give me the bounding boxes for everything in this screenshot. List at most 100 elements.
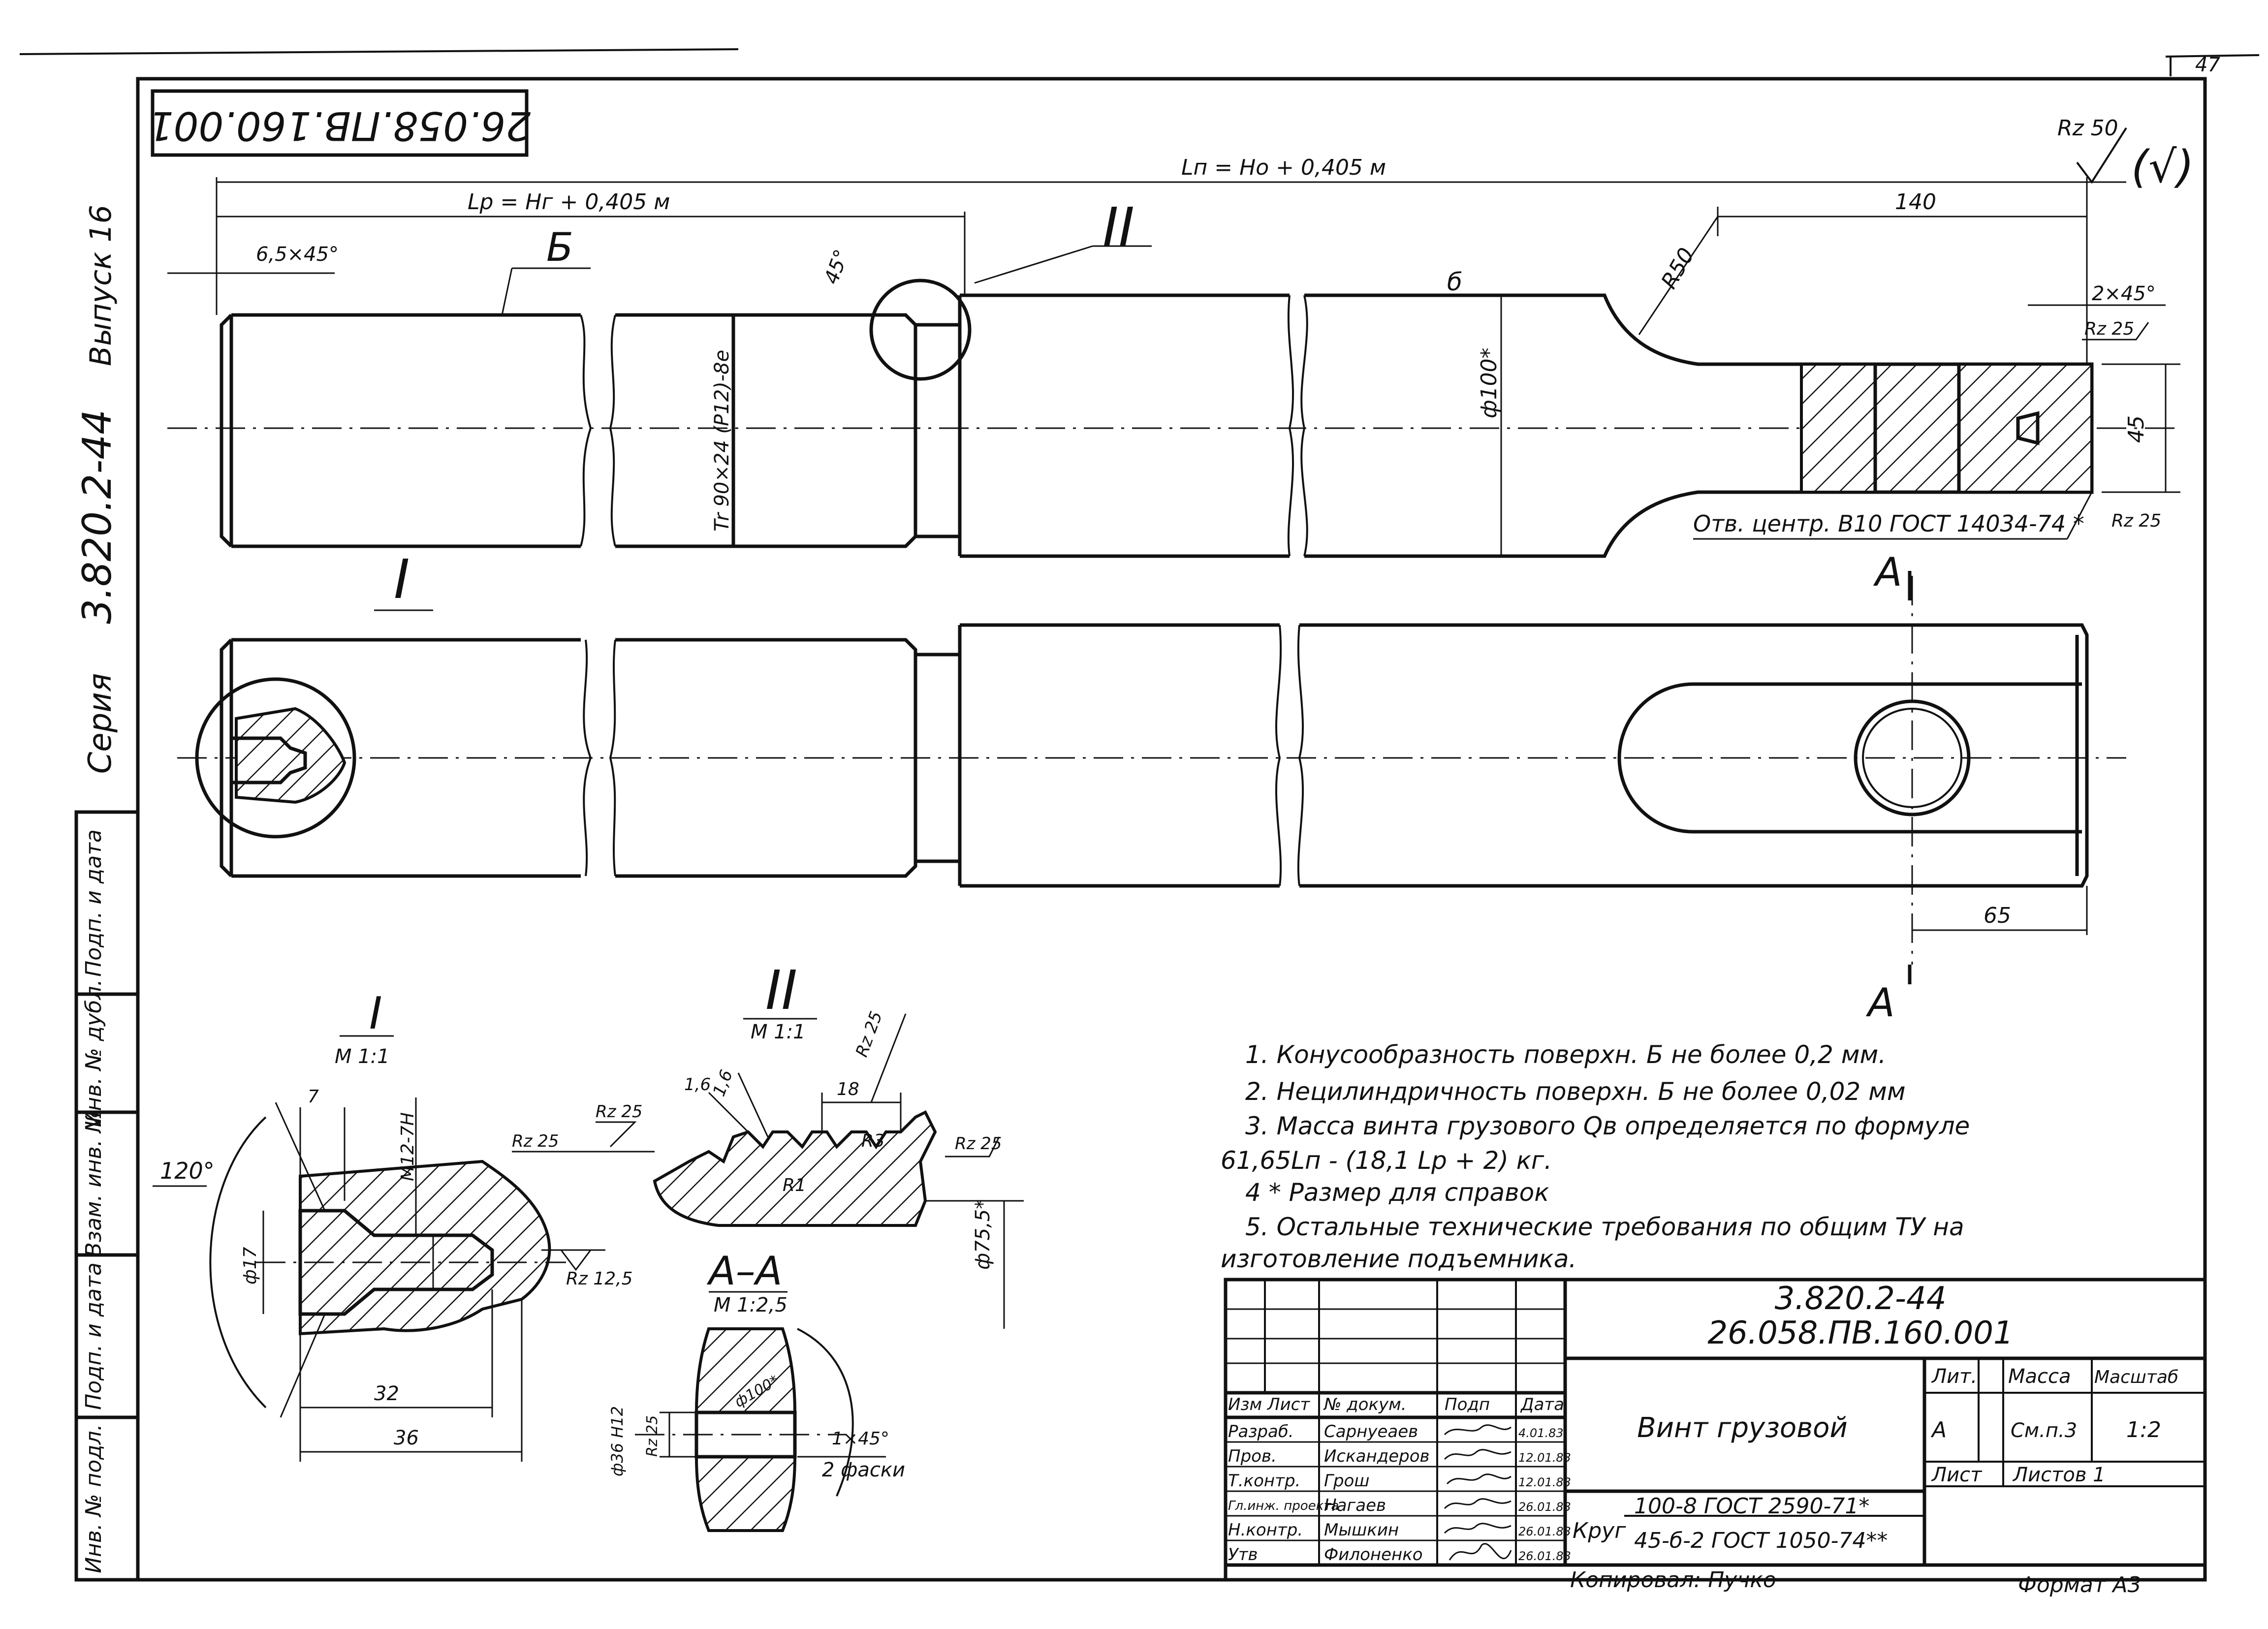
dim-angle-45: 45° xyxy=(820,247,853,287)
side-vypusk: Выпуск 16 xyxy=(84,205,118,366)
lit-value: А xyxy=(1930,1417,1947,1442)
dim-chamfer-right: 2×45° xyxy=(2092,282,2156,305)
note-3-formula: 61,65Lп - (18,1 Lр + 2) кг. xyxy=(1221,1146,1552,1175)
section-a-top: А xyxy=(1873,549,1902,595)
screw-bottom-view xyxy=(177,576,2126,965)
detail-ii-r1: R1 xyxy=(783,1175,806,1195)
row-date-3: 26.01.83 xyxy=(1518,1500,1571,1514)
dim-surface-b: Б xyxy=(546,224,573,270)
row-date-5: 26.01.83 xyxy=(1518,1549,1571,1563)
row-role-2: Т.контр. xyxy=(1228,1471,1300,1491)
row-name-2: Грош xyxy=(1324,1471,1369,1491)
detail-i-rz125: Rz 12,5 xyxy=(566,1269,633,1289)
detail-i-dia17: ф17 xyxy=(240,1247,260,1284)
section-aa-scale: М 1:2,5 xyxy=(714,1294,788,1316)
detail-i-dim-32: 32 xyxy=(374,1382,399,1405)
row-date-2: 12.01.83 xyxy=(1518,1475,1571,1489)
detail-ii-title: II xyxy=(765,959,797,1022)
dim-rz25-bottom: Rz 25 xyxy=(2111,511,2161,531)
title-block: 3.820.2-44 26.058.ПВ.160.001 Винт грузов… xyxy=(1224,1278,2207,1598)
note-2: 2. Нецилиндричность поверхн. Б не более … xyxy=(1245,1077,1906,1106)
detail-ii-r16-a: 1,6 xyxy=(684,1075,711,1095)
dim-chamfer-left: 6,5×45° xyxy=(256,243,339,266)
title-code1: 3.820.2-44 xyxy=(1775,1281,1947,1317)
row-name-4: Мышкин xyxy=(1324,1520,1399,1540)
detail-i-thread: М12-7Н xyxy=(398,1112,418,1181)
kopiroval: Копировал: Пучко xyxy=(1570,1567,1776,1593)
dim-65: 65 xyxy=(1984,903,2011,928)
col-list: Лист xyxy=(1266,1395,1310,1414)
side-vzam-inv: Взам. инв. № xyxy=(81,1110,106,1257)
detail-ii-r16-b: 1,6 xyxy=(709,1067,737,1099)
row-name-5: Филоненко xyxy=(1324,1545,1423,1565)
masshtab-value: 1:2 xyxy=(2126,1417,2161,1442)
side-code: 3.820.2-44 xyxy=(74,409,120,624)
top-view-dimensions: Lп = Hо + 0,405 м Lр = Hг + 0,405 м 6,5×… xyxy=(167,155,2180,556)
massa-label: Масса xyxy=(2008,1365,2071,1388)
row-role-5: Утв xyxy=(1228,1545,1258,1565)
detail-i-dim-36: 36 xyxy=(394,1427,419,1449)
detail-i-title: I xyxy=(369,988,382,1039)
row-name-0: Сарнуеаев xyxy=(1324,1422,1418,1441)
title-material1: 100-8 ГОСТ 2590-71* xyxy=(1634,1494,1869,1519)
drawing-frame: 47 xyxy=(19,48,2260,1582)
row-role-0: Разраб. xyxy=(1228,1422,1294,1441)
list-label: Лист xyxy=(1931,1464,1983,1486)
col-izm: Изм xyxy=(1228,1395,1262,1414)
side-labels: Выпуск 16 3.820.2-44 Серия Подп. и дата … xyxy=(74,205,120,1573)
note-5: 5. Остальные технические требования по о… xyxy=(1245,1213,1964,1241)
dim-lp: Lр = Hг + 0,405 м xyxy=(468,189,670,215)
note-4: 4 * Размер для справок xyxy=(1245,1178,1549,1207)
detail-ii-scale: М 1:1 xyxy=(751,1021,806,1043)
stamp-code-text: 26.058.ПВ.160.001 xyxy=(149,103,531,149)
note-3: 3. Масса винта грузового Qв определяется… xyxy=(1245,1112,1970,1140)
side-podp-data-2: Подп. и дата xyxy=(81,1262,106,1410)
detail-ii: II М 1:1 Rz 25 Rz 25 1,6 1,6 18 Rz 25 R3… xyxy=(512,959,1024,1329)
col-data: Дата xyxy=(1520,1395,1564,1414)
sheet-number: 47 xyxy=(2195,54,2220,76)
title-material-label: Круг xyxy=(1573,1518,1626,1543)
section-a-mark-top: А xyxy=(1873,549,1912,600)
row-role-4: Н.контр. xyxy=(1228,1520,1303,1540)
side-inv-dubl: Инв. № дубл. xyxy=(81,979,106,1127)
side-podp-data-1: Подп. и дата xyxy=(81,829,106,977)
title-material2: 45-б-2 ГОСТ 1050-74** xyxy=(1634,1528,1888,1553)
listov-label: Листов 1 xyxy=(2012,1464,2106,1486)
roughness-general: Rz 50 xyxy=(2057,116,2118,141)
signatures xyxy=(1444,1424,1512,1561)
detail-ii-rz25-a: Rz 25 xyxy=(596,1102,643,1122)
section-aa: А–А М 1:2,5 ф36 Н12 Rz 25 ф100* 1×45° 2 … xyxy=(608,1248,905,1532)
stamp-code-box: 26.058.ПВ.160.001 xyxy=(149,89,531,157)
detail-ii-rz25-d: Rz 25 xyxy=(955,1134,1002,1154)
section-aa-chamfer-note: 2 фаски xyxy=(822,1459,905,1481)
detail-i-angle: 120° xyxy=(160,1158,215,1184)
title-name: Винт грузовой xyxy=(1637,1412,1848,1444)
detail-ii-dia755: ф75,5* xyxy=(972,1199,994,1270)
masshtab-label: Масштаб xyxy=(2094,1367,2178,1387)
dim-r50: R50 xyxy=(1656,244,1699,293)
dim-140: 140 xyxy=(1895,189,1936,215)
dim-diameter-100: ф100* xyxy=(1477,347,1502,418)
technical-notes: 1. Конусообразность поверхн. Б не более … xyxy=(1221,1040,1970,1273)
roughness-general-other: (√) xyxy=(2131,141,2194,193)
dim-b-mark: б xyxy=(1447,268,1462,296)
side-series: Серия xyxy=(82,673,119,774)
row-name-1: Искандеров xyxy=(1324,1446,1430,1466)
dim-rz25-top: Rz 25 xyxy=(2084,319,2134,339)
note-1: 1. Конусообразность поверхн. Б не более … xyxy=(1245,1040,1886,1069)
format: Формат А3 xyxy=(2018,1572,2142,1598)
general-roughness: Rz 50 (√) xyxy=(2057,116,2194,193)
row-date-0: 4.01.83 xyxy=(1518,1426,1564,1440)
section-aa-dia36: ф36 Н12 xyxy=(608,1406,627,1476)
side-inv-podl: Инв. № подл. xyxy=(81,1424,106,1573)
detail-ii-dim-18: 18 xyxy=(837,1079,859,1099)
note-5-cont: изготовление подъемника. xyxy=(1221,1245,1576,1273)
section-aa-chamfer: 1×45° xyxy=(832,1429,889,1449)
section-a-mark-bottom: 65 А xyxy=(1865,886,2088,1026)
title-code2: 26.058.ПВ.160.001 xyxy=(1707,1315,2013,1351)
detail-ii-rz25-c: Rz 25 xyxy=(852,1009,886,1060)
row-name-3: Нагаев xyxy=(1324,1496,1386,1515)
detail-i: I М 1:1 120° 7 М12-7Н ф17 Rz 12,5 32 36 xyxy=(153,988,633,1462)
col-podp: Подп xyxy=(1445,1395,1490,1414)
